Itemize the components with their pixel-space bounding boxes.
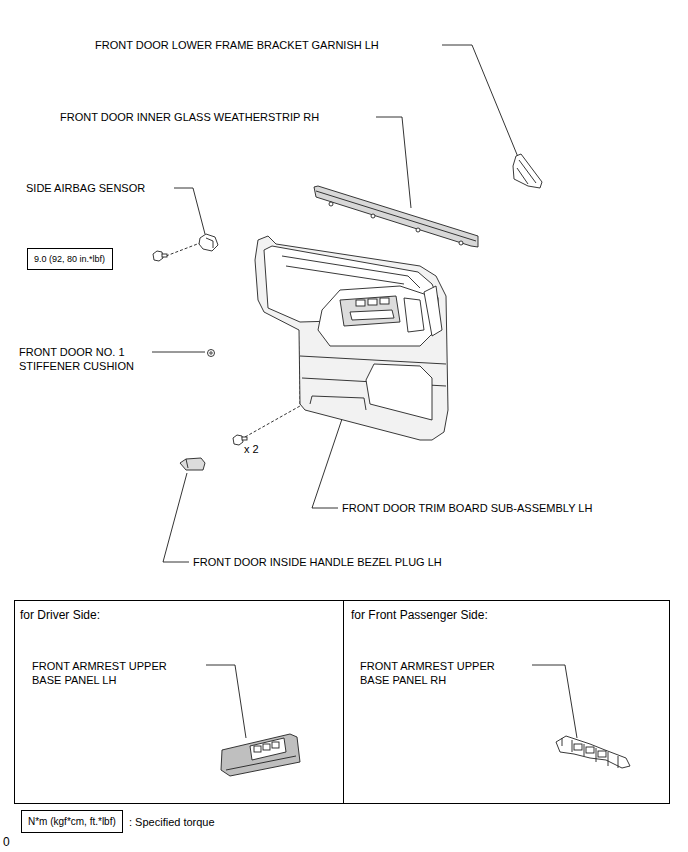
leader-line [312, 416, 343, 508]
part-name: FRONT DOOR NO. 1 STIFFENER CUSHION [19, 345, 149, 373]
garnish-part [517, 168, 528, 184]
garnish-part [513, 154, 542, 188]
airbag-sensor-part [206, 238, 213, 248]
bolt-symbol [162, 254, 167, 257]
part-name: FRONT DOOR INSIDE HANDLE BEZEL PLUG LH [193, 555, 442, 569]
door-trim-board [255, 236, 448, 440]
bolt-symbol [153, 251, 247, 445]
door-trim-board [424, 286, 442, 336]
dashed-guide [166, 243, 200, 256]
door-trim-board [404, 298, 424, 332]
door-trim-board [286, 266, 404, 284]
part-name: FRONT ARMREST UPPER BASE PANEL LH [32, 659, 197, 687]
bolt-symbol [153, 251, 163, 261]
box-text: N*m (kgf*cm, ft.*lbf) [28, 815, 116, 828]
part-name: FRONT DOOR INNER GLASS WEATHERSTRIP RH [60, 110, 319, 124]
side-panel: for Front Passenger Side: FRONT ARMREST U… [343, 600, 670, 804]
armrest-panel-rh [556, 736, 630, 768]
weatherstrip-part [459, 241, 463, 245]
armrest-panel-lh [221, 734, 300, 776]
leader-line [152, 352, 205, 353]
panel-heading: for Front Passenger Side: [351, 607, 488, 623]
door-trim-board [255, 236, 448, 440]
legend-text: : Specified torque [129, 815, 215, 829]
weatherstrip-part [416, 228, 420, 232]
garnish-part [519, 160, 536, 183]
page-number: 0 [3, 835, 10, 849]
part-name: FRONT ARMREST UPPER BASE PANEL RH [360, 659, 525, 687]
armrest-panel-rh [586, 747, 594, 753]
garnish-part [513, 154, 542, 188]
part-name: FRONT DOOR LOWER FRAME BRACKET GARNISH L… [95, 38, 379, 52]
door-trim-board [282, 256, 420, 288]
weatherstrip-part [314, 186, 478, 247]
bolt-symbol [242, 437, 247, 440]
door-trim-board [368, 299, 377, 305]
door-trim-board [340, 296, 400, 326]
armrest-panel-rh [598, 751, 606, 757]
door-trim-board [310, 396, 366, 410]
legend-sample-box: N*m (kgf*cm, ft.*lbf) [21, 810, 123, 833]
armrest-panel-lh [226, 756, 296, 770]
bezel-plug-part [180, 458, 205, 470]
bezel-plug-part [180, 458, 205, 470]
armrest-panel-rh [556, 736, 630, 768]
door-trim-board [356, 300, 365, 306]
bolt-symbol [233, 435, 243, 445]
leader-line [532, 665, 577, 738]
stiffener-cushion-part [208, 350, 215, 357]
door-trim-board [350, 310, 394, 320]
torque-box: 9.0 (92, 80 in.*lbf) [27, 248, 113, 270]
leader-line [163, 473, 189, 562]
door-trim-board [380, 298, 389, 304]
door-trim-board [318, 286, 436, 346]
door-trim-board [366, 364, 432, 420]
panel-heading: for Driver Side: [20, 607, 100, 623]
leader-line [152, 45, 577, 738]
leader-line [442, 45, 518, 157]
armrest-panel-lh [221, 734, 300, 776]
armrest-panel-lh [250, 738, 286, 760]
bezel-plug-part [186, 459, 188, 468]
airbag-sensor-part [199, 234, 218, 251]
armrest-panel-lh [272, 742, 279, 748]
side-panel: for Driver Side: FRONT ARMREST UPPER BASE… [14, 600, 344, 804]
armrest-panel-rh [574, 744, 582, 750]
part-name: SIDE AIRBAG SENSOR [26, 181, 145, 195]
armrest-panel-rh [562, 738, 618, 768]
weatherstrip-part [314, 186, 478, 247]
stiffener-cushion-part [208, 350, 215, 357]
door-trim-board [300, 356, 446, 364]
weatherstrip-part [329, 202, 333, 206]
weatherstrip-part [371, 214, 375, 218]
leader-line [206, 665, 246, 738]
armrest-panel-lh [263, 744, 270, 750]
leader-line [376, 117, 411, 208]
leader-line [174, 188, 205, 234]
airbag-sensor-part [199, 234, 218, 251]
weatherstrip-part [316, 191, 476, 241]
armrest-panel-lh [254, 746, 261, 752]
stiffener-cushion-part [210, 352, 212, 354]
part-name: FRONT DOOR TRIM BOARD SUB-ASSEMBLY LH [342, 501, 592, 515]
quantity-label: x 2 [244, 442, 259, 456]
box-text: 9.0 (92, 80 in.*lbf) [34, 253, 105, 265]
